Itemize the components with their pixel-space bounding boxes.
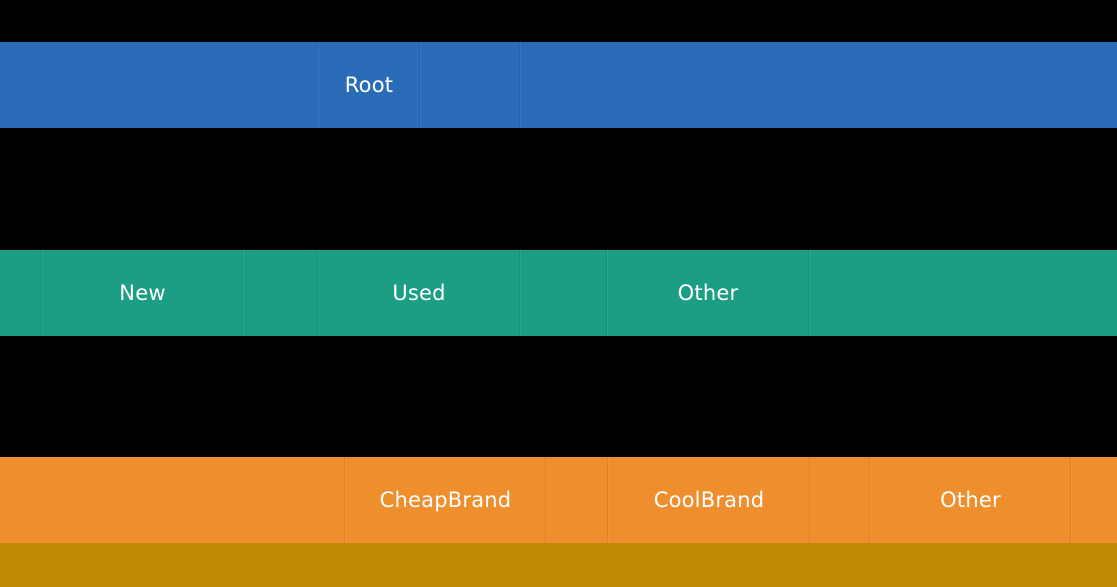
icicle-node-label: Root: [344, 72, 394, 97]
icicle-node-brand-cheapbrand-1[interactable]: CheapBrand: [345, 457, 546, 543]
icicle-node-brand-other-5[interactable]: Other: [870, 457, 1071, 543]
icicle-node-label: Other: [677, 280, 739, 305]
icicle-level-leaf: [0, 543, 1117, 587]
icicle-node-condition-new-1[interactable]: New: [42, 250, 243, 336]
icicle-node-brand-coolbrand-3[interactable]: CoolBrand: [608, 457, 810, 543]
icicle-level-brand: CheapBrand CoolBrand Other: [0, 457, 1117, 543]
icicle-node-root-empty-0[interactable]: [0, 42, 318, 128]
icicle-node-condition-other-5[interactable]: Other: [607, 250, 809, 336]
icicle-node-condition-empty-0[interactable]: [0, 250, 42, 336]
icicle-node-brand-empty-0[interactable]: [0, 457, 345, 543]
icicle-node-root-root-1[interactable]: Root: [318, 42, 420, 128]
icicle-node-condition-used-3[interactable]: Used: [318, 250, 520, 336]
icicle-node-root-empty-2[interactable]: [420, 42, 520, 128]
icicle-node-brand-empty-4[interactable]: [810, 457, 870, 543]
icicle-node-condition-empty-4[interactable]: [520, 250, 607, 336]
icicle-node-root-empty-3[interactable]: [520, 42, 1117, 128]
icicle-node-label: Other: [940, 487, 1001, 512]
icicle-node-brand-empty-2[interactable]: [546, 457, 608, 543]
icicle-node-label: CoolBrand: [653, 487, 765, 512]
icicle-level-condition: New Used Other: [0, 250, 1117, 336]
icicle-node-label: Used: [392, 280, 446, 305]
icicle-node-brand-empty-6[interactable]: [1071, 457, 1117, 543]
icicle-node-label: CheapBrand: [379, 487, 512, 512]
icicle-node-condition-empty-6[interactable]: [809, 250, 1117, 336]
icicle-node-leaf-empty-0[interactable]: [0, 543, 1117, 587]
icicle-node-condition-empty-2[interactable]: [243, 250, 318, 336]
icicle-level-root: Root: [0, 42, 1117, 128]
icicle-node-label: New: [119, 280, 166, 305]
